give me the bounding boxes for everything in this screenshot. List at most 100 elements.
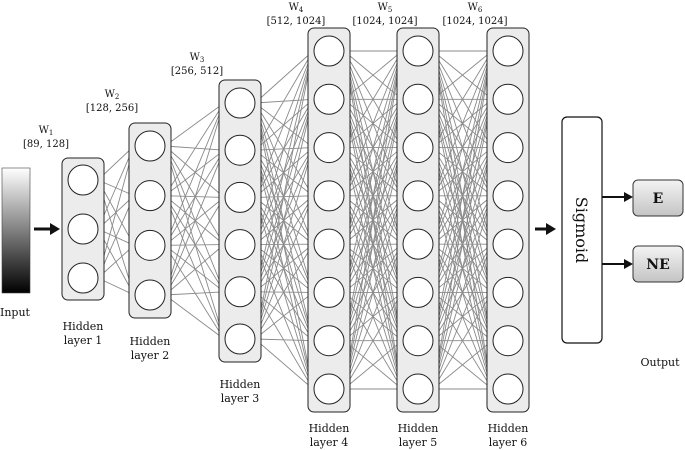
connection-edge — [164, 195, 225, 246]
neuron-node — [313, 325, 345, 357]
sigmoid-arrow-head — [546, 223, 556, 235]
input-label: Input — [0, 306, 31, 319]
layer-box — [307, 27, 351, 413]
neuron-node — [313, 228, 345, 260]
connection-edge — [254, 50, 314, 198]
connection-edge — [432, 243, 493, 390]
output-arrow-e-head — [624, 192, 633, 202]
neuron-node — [313, 373, 345, 405]
connection-edge — [432, 50, 493, 197]
connection-edge — [164, 149, 225, 197]
connection-edge — [432, 50, 493, 148]
connection-edge — [164, 102, 225, 147]
connection-edge — [164, 194, 225, 200]
layer-name-line2: layer 6 — [489, 436, 528, 449]
connection-edge — [164, 145, 226, 340]
neuron-node — [134, 229, 166, 261]
connection-edge — [432, 50, 493, 100]
neuron-node — [67, 262, 99, 294]
connection-edge — [343, 50, 404, 245]
connection-edge — [432, 340, 493, 390]
neuron-node — [224, 134, 256, 166]
connection-edge — [432, 50, 494, 245]
connection-edge — [343, 146, 404, 390]
neuron-node — [492, 132, 524, 164]
connection-edges — [97, 48, 494, 392]
neuron-node — [313, 276, 345, 308]
neuron-node — [492, 83, 524, 115]
weight-label: W6 — [468, 2, 483, 14]
layer-box — [128, 122, 172, 319]
output-box-ne — [632, 245, 684, 283]
neuron-node — [313, 180, 345, 212]
connection-edge — [164, 145, 225, 153]
neuron-node — [402, 35, 434, 67]
connection-edge — [343, 194, 404, 390]
sigmoid-box — [561, 116, 603, 344]
hidden-layer-2 — [128, 122, 172, 319]
connection-edge — [164, 145, 225, 198]
connection-edge — [343, 50, 403, 100]
connection-edge — [254, 98, 315, 340]
connection-edge — [432, 291, 493, 390]
connection-edge — [164, 149, 225, 296]
layer-name-line1: Hidden — [398, 422, 439, 435]
connection-edge — [343, 243, 403, 390]
neuron-node — [402, 132, 434, 164]
connection-edge — [254, 50, 315, 292]
layer-name-line1: Hidden — [488, 422, 529, 435]
connection-edge — [254, 337, 314, 344]
neuron-node — [67, 164, 99, 196]
output-ne-label: NE — [646, 257, 669, 273]
connection-edge — [164, 195, 225, 340]
weight-shape: [256, 512] — [171, 66, 223, 77]
output-label: Output — [640, 356, 680, 369]
hidden-layer-5 — [396, 27, 440, 413]
connection-edge — [432, 98, 494, 390]
neuron-node — [224, 229, 256, 261]
hidden-layer-6 — [486, 27, 530, 413]
connection-edge — [343, 50, 403, 148]
hidden-layer-4 — [307, 27, 351, 413]
connection-edge — [164, 241, 225, 248]
neuron-node — [492, 373, 524, 405]
weight-shape: [89, 128] — [23, 139, 69, 150]
sigmoid-label: Sigmoid — [572, 197, 591, 263]
connection-edge — [164, 245, 225, 340]
connection-edge — [164, 196, 225, 246]
layer-name-line1: Hidden — [220, 378, 261, 391]
weight-label: W3 — [190, 52, 205, 64]
layer-box — [486, 27, 530, 413]
connection-edge — [164, 244, 225, 293]
connection-edge — [254, 50, 314, 151]
hidden-layer-3 — [218, 79, 262, 363]
neuron-node — [402, 228, 434, 260]
neuron-node — [134, 279, 166, 311]
input-arrow-head — [50, 223, 60, 235]
connection-edge — [254, 50, 314, 104]
connection-edge — [164, 145, 225, 246]
input-gradient-bar — [1, 167, 31, 294]
connection-edge — [343, 340, 403, 390]
weight-shape: [128, 256] — [86, 103, 138, 114]
connection-edge — [164, 244, 225, 296]
connection-edge — [432, 50, 494, 341]
neuron-node — [402, 276, 434, 308]
connection-edge — [343, 50, 404, 293]
weight-label: W4 — [289, 2, 304, 14]
layer-name-line2: layer 2 — [131, 349, 170, 362]
connection-edge — [254, 195, 314, 340]
connection-edge — [432, 194, 494, 390]
neuron-node — [492, 228, 524, 260]
hidden-layer-1 — [61, 157, 105, 301]
neuron-node — [492, 35, 524, 67]
neuron-node — [313, 83, 345, 115]
layer-box — [396, 27, 440, 413]
neuron-node — [134, 130, 166, 162]
connection-edge — [164, 289, 225, 296]
neuron-node — [67, 213, 99, 245]
connection-edge — [343, 50, 403, 197]
connection-edge — [254, 50, 315, 340]
output-e-label: E — [653, 191, 664, 207]
